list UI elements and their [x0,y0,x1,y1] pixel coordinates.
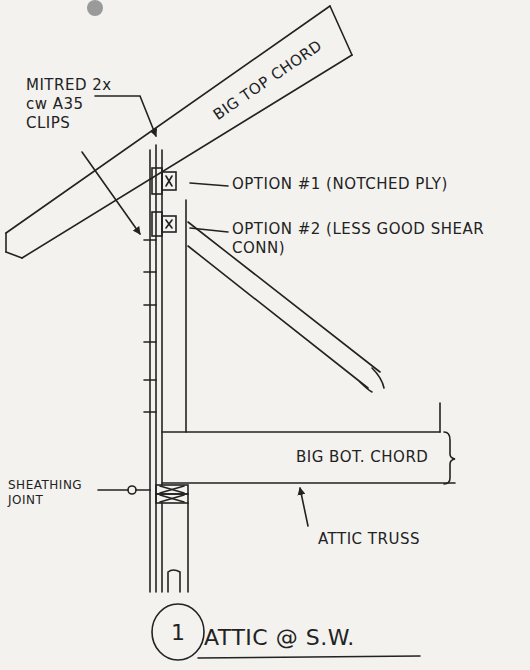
detail-title: ATTIC @ S.W. [204,624,355,652]
punch-hole [87,0,103,16]
bottom-chord [162,403,455,484]
a35-clip [152,168,176,236]
wall-sheathing [150,145,186,592]
callout-number: 1 [171,620,185,645]
detail-callout-circle: 1 [150,602,206,662]
top-plate [156,485,188,592]
callout-note: OPTION #2 (LESS GOOD SHEAR CONN) [232,220,512,258]
nail-ticks [144,240,156,412]
callout-note: SHEATHING JOINT [8,478,98,508]
title-underline [198,656,420,658]
leader-lines [82,96,308,526]
callout-note: ATTIC TRUSS [318,530,420,549]
callout-circle [152,604,204,660]
truss-web [188,222,384,392]
callout-note: BIG BOT. CHORD [296,448,428,467]
callout-note: OPTION #1 (NOTCHED PLY) [232,175,448,194]
callout-note: MITRED 2x cw A35 CLIPS [26,76,126,132]
